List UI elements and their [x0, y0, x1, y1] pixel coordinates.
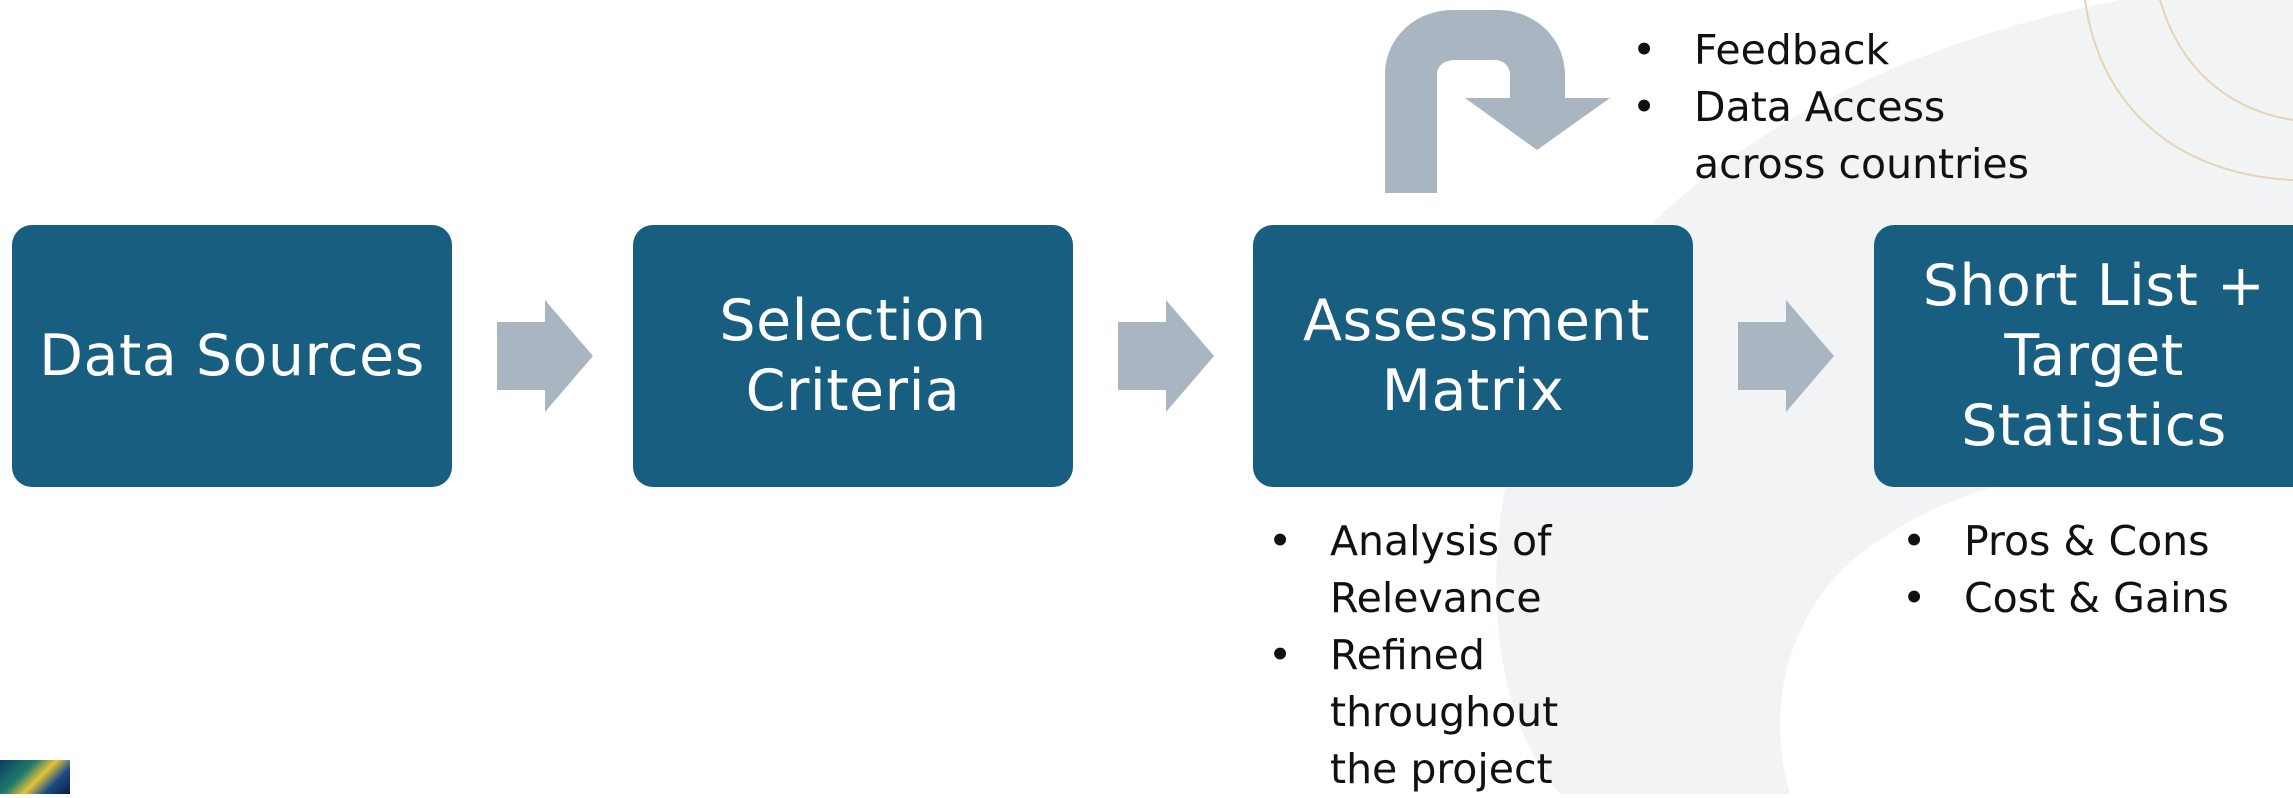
note-item: Pros & Cons [1902, 513, 2282, 570]
background-accent-curve [2084, 0, 2293, 181]
step-assessment-matrix-box: Assessment Matrix [1253, 225, 1693, 487]
right-arrow-icon [1738, 300, 1834, 412]
step-selection-criteria-box: Selection Criteria [633, 225, 1073, 487]
note-item: Cost & Gains [1902, 570, 2282, 627]
note-item: Refined throughout the project [1268, 627, 1628, 798]
assessment-notes-list: Analysis of Relevance Refined throughout… [1268, 513, 1628, 798]
step-label: Assessment Matrix [1303, 288, 1650, 424]
background-accent-curve-2 [2159, 0, 2293, 121]
shortlist-notes-list: Pros & Cons Cost & Gains [1902, 513, 2282, 627]
note-item: Data Access across countries [1632, 79, 2052, 193]
feedback-notes-list: Feedback Data Access across countries [1632, 22, 2052, 193]
step-label: Data Sources [39, 323, 425, 389]
right-arrow-icon [1118, 300, 1214, 412]
feedback-loop-arrow-icon [1385, 10, 1610, 193]
corner-thumbnail-image [0, 760, 70, 794]
step-data-sources-box: Data Sources [12, 225, 452, 487]
step-label: Short List + Target Statistics [1922, 253, 2266, 459]
note-item: Analysis of Relevance [1268, 513, 1628, 627]
step-label: Selection Criteria [719, 288, 987, 424]
note-item: Feedback [1632, 22, 2052, 79]
step-short-list-box: Short List + Target Statistics [1874, 225, 2293, 487]
right-arrow-icon [497, 300, 593, 412]
